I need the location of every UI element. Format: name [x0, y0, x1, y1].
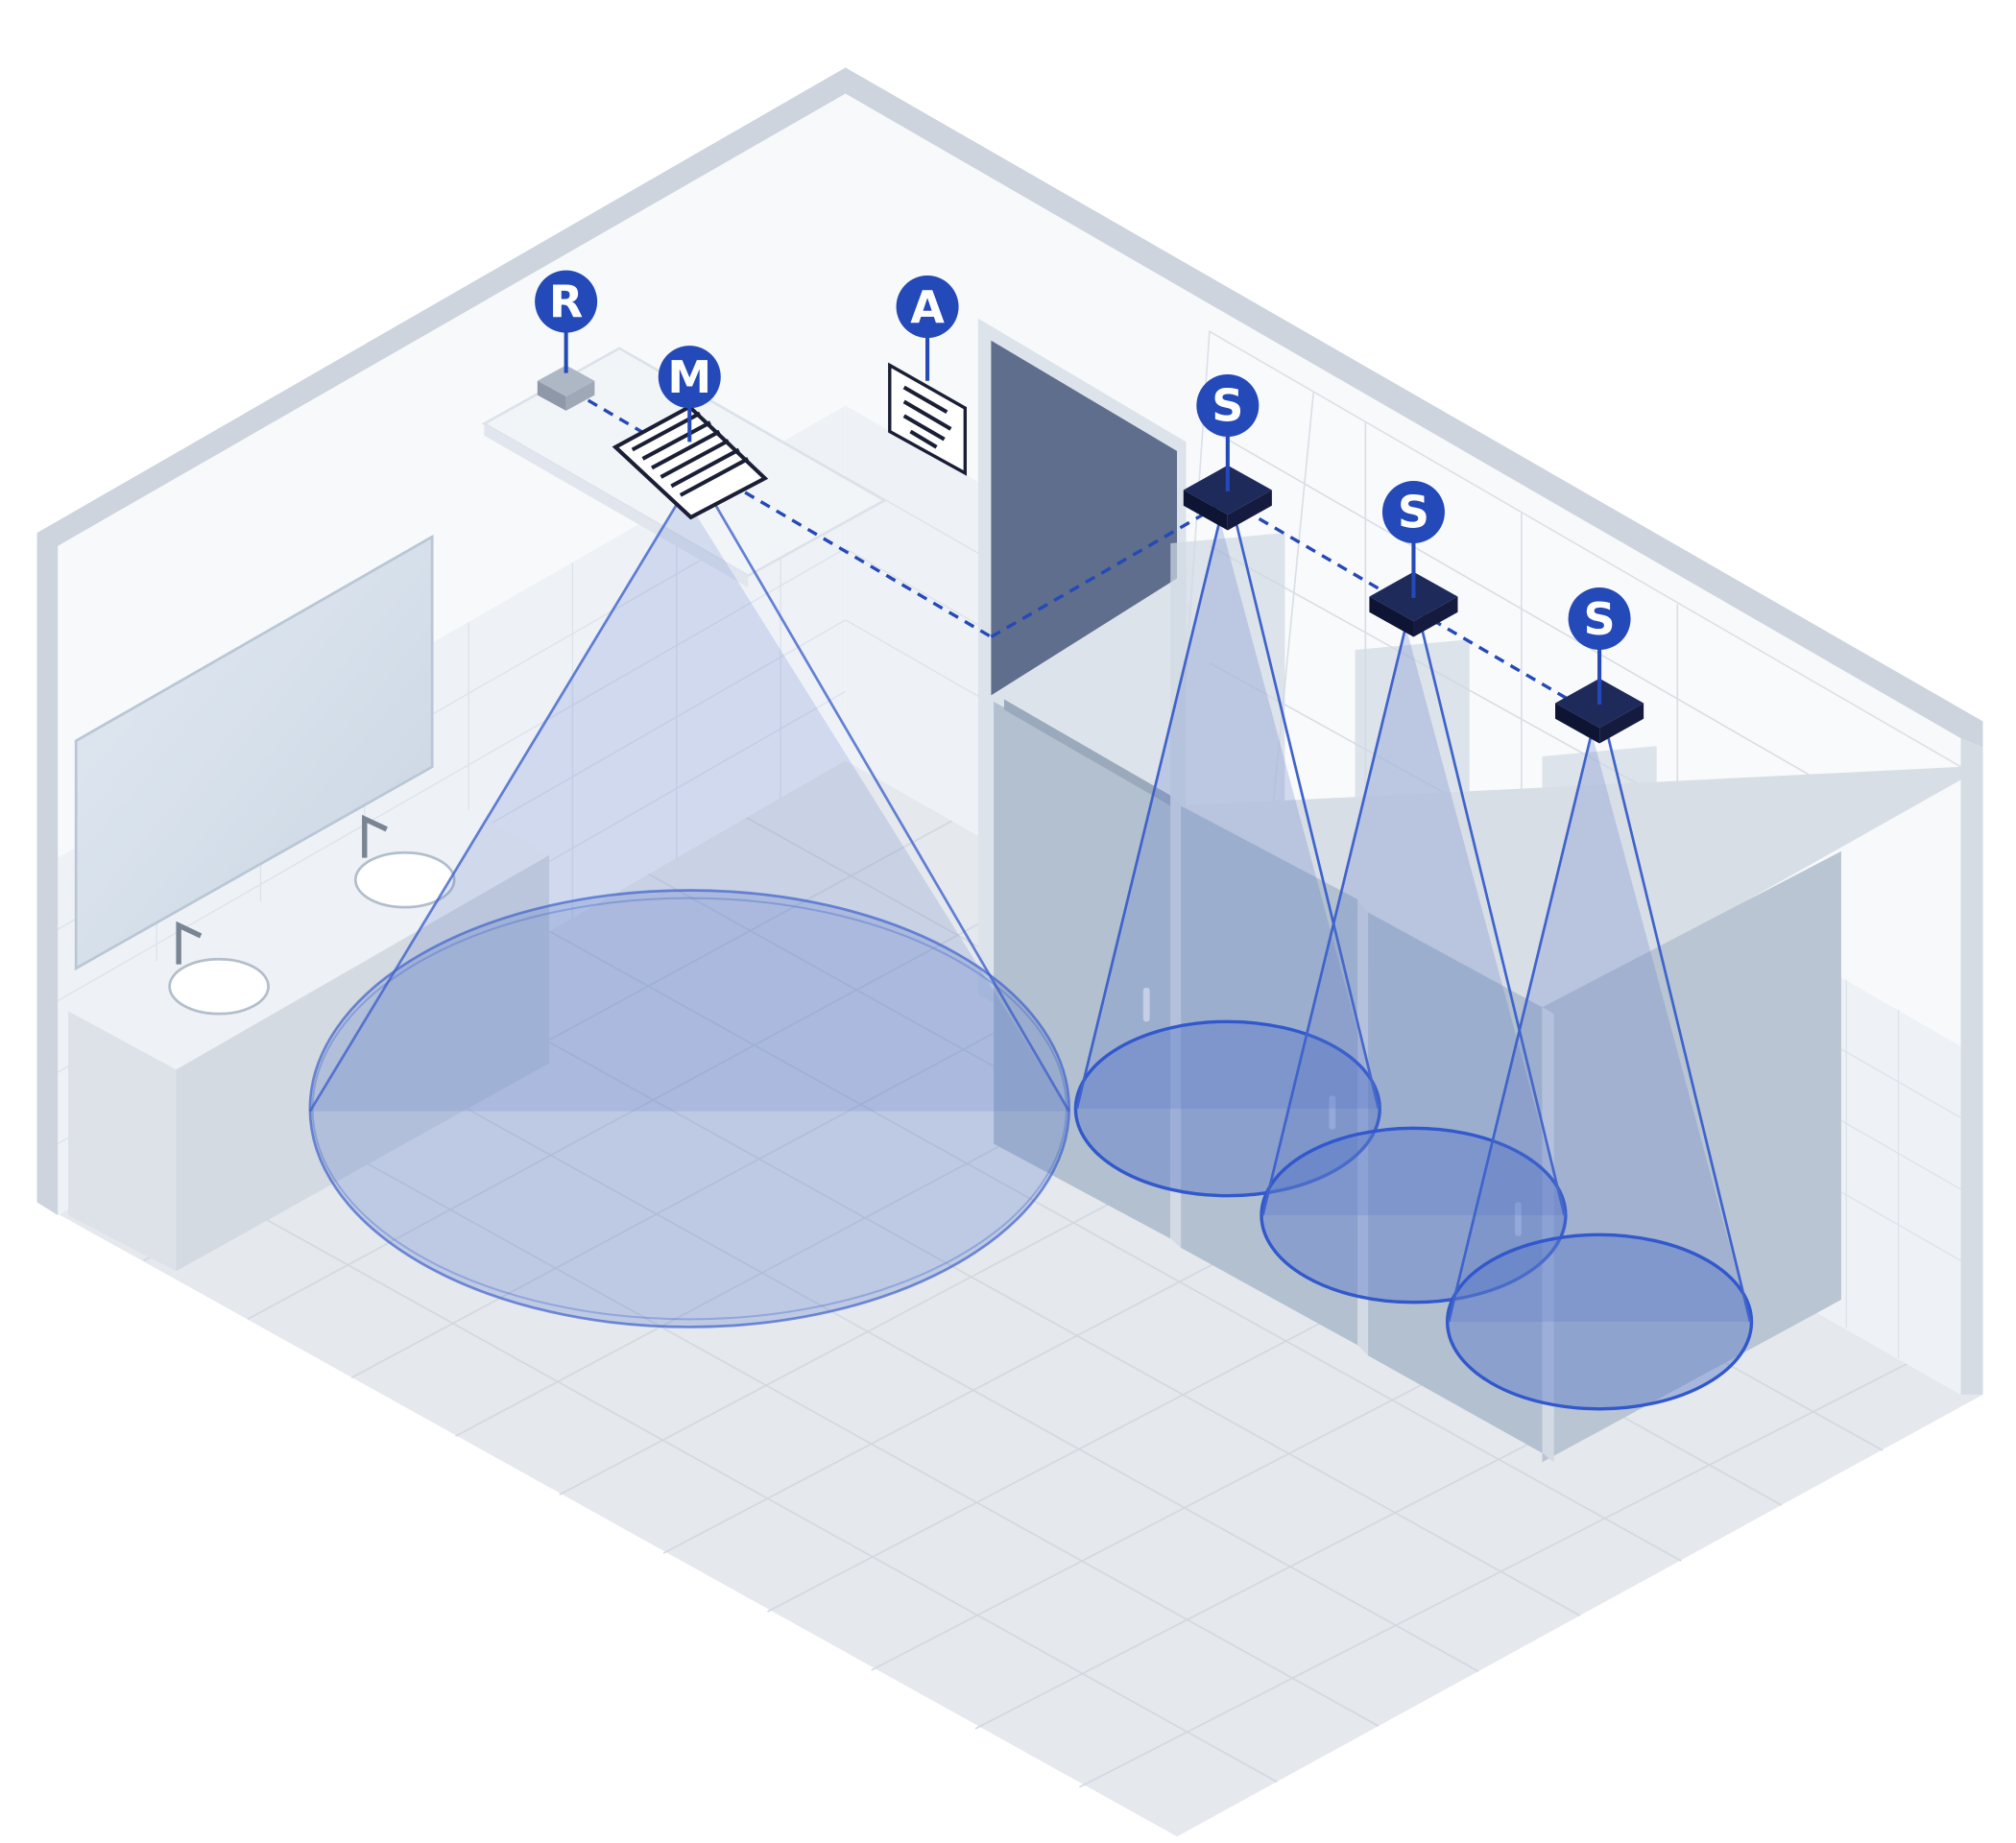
marker-a: A — [896, 275, 959, 381]
door-handle — [1329, 1095, 1336, 1130]
faucet-icon — [176, 921, 203, 965]
marker-label: S — [1584, 593, 1616, 645]
coverage-cones — [308, 492, 1754, 1411]
marker-s2: S — [1381, 480, 1445, 598]
vanity — [68, 797, 550, 1272]
router-hub-icon — [537, 365, 595, 411]
sensor-coverage-cone — [1445, 732, 1754, 1411]
sensor-coverage-cone — [1073, 519, 1381, 1198]
toilet-stalls — [994, 533, 1961, 1463]
door-handle — [1515, 1202, 1522, 1236]
marker-label: A — [910, 281, 945, 333]
marker-s1: S — [1196, 373, 1260, 491]
marker-r: R — [535, 270, 598, 373]
sign-icon — [888, 362, 968, 476]
marker-label: R — [549, 275, 583, 327]
marker-label: S — [1398, 487, 1429, 539]
sink-left — [168, 921, 270, 1016]
vent-icon — [612, 404, 769, 520]
marker-m: M — [658, 346, 721, 443]
marker-s3: S — [1568, 587, 1631, 705]
faucet-icon — [362, 814, 388, 858]
marker-label: S — [1212, 380, 1243, 432]
door-handle — [1142, 988, 1150, 1022]
vent-coverage-cone — [308, 492, 1070, 1328]
sensor-coverage-cone — [1260, 626, 1568, 1304]
mirror — [74, 534, 434, 971]
marker-label: M — [667, 351, 711, 403]
sink-right — [353, 814, 456, 909]
